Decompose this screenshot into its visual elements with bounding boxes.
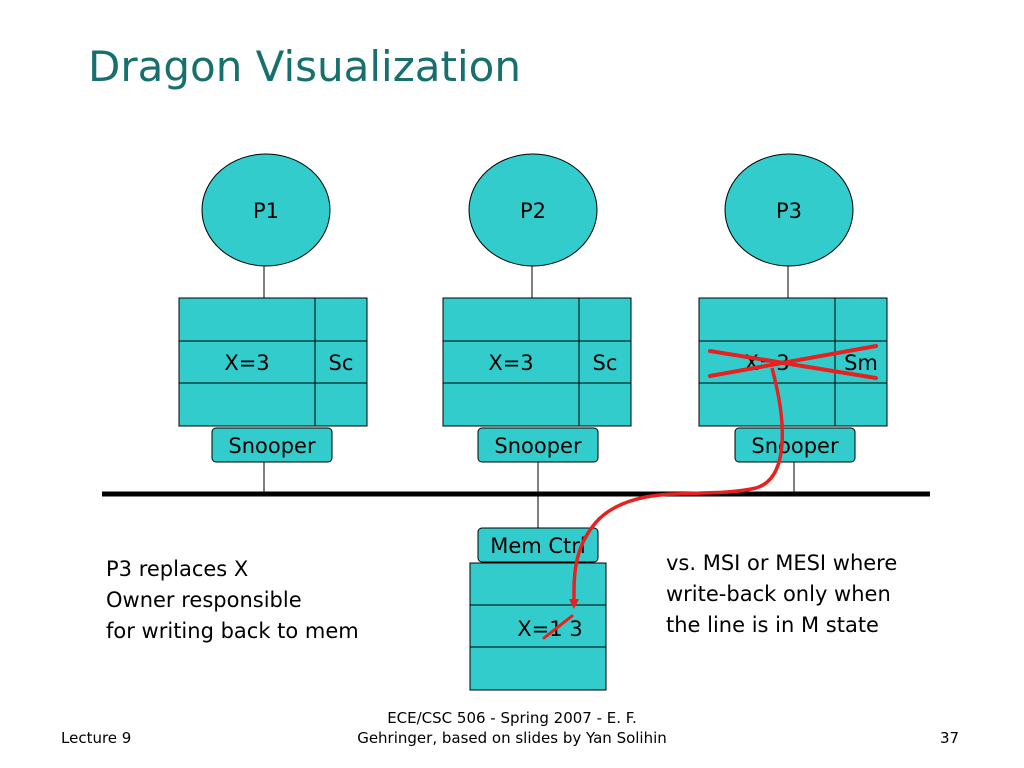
memory-value: X=1 3 <box>517 617 582 641</box>
left-note: P3 replaces X Owner responsible for writ… <box>106 554 359 647</box>
right-note-line: write-back only when <box>666 582 891 606</box>
processor-node-p1: P1 X=3 Sc Snooper <box>178 153 368 494</box>
processor-node-p2: P2 X=3 Sc Snooper <box>442 153 632 494</box>
mem-ctrl-box <box>477 527 599 563</box>
p2-snooper-box <box>477 427 599 463</box>
p3-invalidate-strike-2 <box>708 344 878 378</box>
slide-title: Dragon Visualization <box>88 42 521 91</box>
left-note-line: P3 replaces X <box>106 557 249 581</box>
p1-snooper-label: Snooper <box>228 434 316 458</box>
p3-snooper-label: Snooper <box>751 434 839 458</box>
p1-snooper-box <box>211 427 333 463</box>
memory-old-value-strike <box>542 614 574 640</box>
p3-cache: X=3 Sm <box>698 297 888 427</box>
memory-block: X=1 3 <box>469 562 607 691</box>
footer-credit-line: Gehringer, based on slides by Yan Solihi… <box>357 729 667 747</box>
p2-cache-state: Sc <box>593 351 618 375</box>
p1-cache-state: Sc <box>329 351 354 375</box>
footer-lecture: Lecture 9 <box>61 729 132 747</box>
p3-processor-circle <box>724 153 854 267</box>
p3-invalidate-strike-1 <box>708 349 878 380</box>
processor-node-p3: P3 X=3 Sm Snooper <box>698 153 888 494</box>
p2-cache-value: X=3 <box>488 351 533 375</box>
p1-processor-label: P1 <box>253 199 279 223</box>
p3-cache-state: Sm <box>844 351 878 375</box>
footer-credit: ECE/CSC 506 - Spring 2007 - E. F. Gehrin… <box>300 708 724 748</box>
p2-cache: X=3 Sc <box>442 297 632 427</box>
p3-snooper-box <box>734 427 856 463</box>
p3-processor-label: P3 <box>776 199 802 223</box>
writeback-arrow <box>568 367 784 609</box>
right-note: vs. MSI or MESI where write-back only wh… <box>666 548 897 641</box>
left-note-line: Owner responsible <box>106 588 302 612</box>
p2-processor-label: P2 <box>520 199 546 223</box>
p1-cache: X=3 Sc <box>178 297 368 427</box>
footer-credit-line: ECE/CSC 506 - Spring 2007 - E. F. <box>387 709 637 727</box>
p2-processor-circle <box>468 153 598 267</box>
left-note-line: for writing back to mem <box>106 619 359 643</box>
p1-cache-value: X=3 <box>224 351 269 375</box>
p1-processor-circle <box>201 153 331 267</box>
footer-page-number: 37 <box>940 729 960 747</box>
mem-ctrl-label: Mem Ctrl <box>490 534 586 558</box>
p2-snooper-label: Snooper <box>494 434 582 458</box>
memory-node: Mem Ctrl X=1 3 <box>469 494 607 691</box>
right-note-line: vs. MSI or MESI where <box>666 551 898 575</box>
right-note-line: the line is in M state <box>666 613 879 637</box>
